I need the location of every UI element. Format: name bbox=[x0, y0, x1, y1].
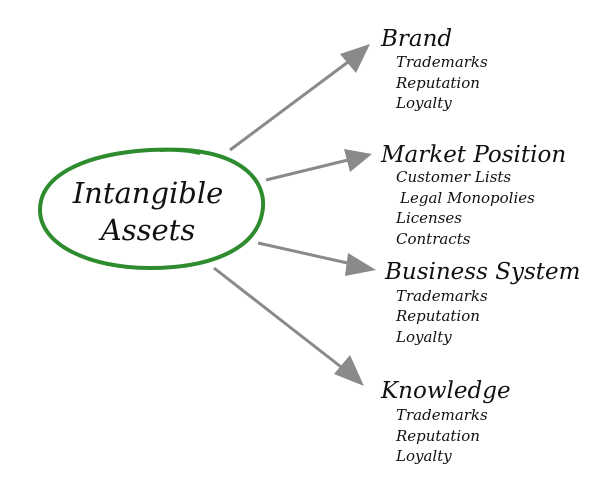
category-item: Reputation bbox=[395, 74, 480, 92]
category-title: Business System bbox=[384, 259, 580, 285]
arrow-market-position bbox=[265, 149, 372, 182]
arrow-business-system bbox=[257, 241, 376, 276]
category-title: Knowledge bbox=[380, 378, 511, 404]
category-item: Contracts bbox=[396, 230, 471, 248]
center-ellipse bbox=[37, 147, 266, 271]
category-item: Reputation bbox=[395, 427, 480, 445]
category-item: Reputation bbox=[395, 307, 480, 325]
category-knowledge: Knowledge Trademarks Reputation Loyalty bbox=[380, 378, 511, 465]
center-title-line2: Assets bbox=[98, 213, 195, 247]
arrow-business-system-shaft bbox=[257, 241, 353, 266]
center-node: Intangible Assets bbox=[37, 147, 266, 271]
category-title: Brand bbox=[380, 26, 452, 52]
category-item: Loyalty bbox=[395, 94, 452, 112]
arrow-brand bbox=[229, 44, 370, 152]
arrow-market-position-head bbox=[344, 149, 372, 172]
category-item: Legal Monopolies bbox=[399, 189, 535, 207]
category-item: Trademarks bbox=[396, 287, 488, 305]
arrow-business-system-head bbox=[345, 253, 376, 276]
center-title-line1: Intangible bbox=[72, 176, 224, 210]
arrow-brand-head bbox=[340, 44, 370, 73]
arrow-market-position-shaft bbox=[265, 158, 349, 182]
category-business-system: Business System Trademarks Reputation Lo… bbox=[384, 259, 580, 346]
category-market-position: Market Position Customer Lists Legal Mon… bbox=[380, 142, 566, 248]
category-title: Market Position bbox=[380, 142, 566, 168]
category-item: Trademarks bbox=[396, 406, 488, 424]
arrow-knowledge-shaft bbox=[213, 266, 346, 372]
arrow-knowledge-head bbox=[334, 355, 364, 386]
category-item: Trademarks bbox=[396, 53, 488, 71]
category-brand: Brand Trademarks Reputation Loyalty bbox=[380, 26, 488, 112]
category-item: Loyalty bbox=[395, 328, 452, 346]
arrow-knowledge bbox=[213, 266, 364, 386]
category-item: Customer Lists bbox=[396, 168, 511, 186]
category-item: Loyalty bbox=[395, 447, 452, 465]
arrow-brand-shaft bbox=[229, 60, 349, 152]
category-item: Licenses bbox=[395, 209, 462, 227]
